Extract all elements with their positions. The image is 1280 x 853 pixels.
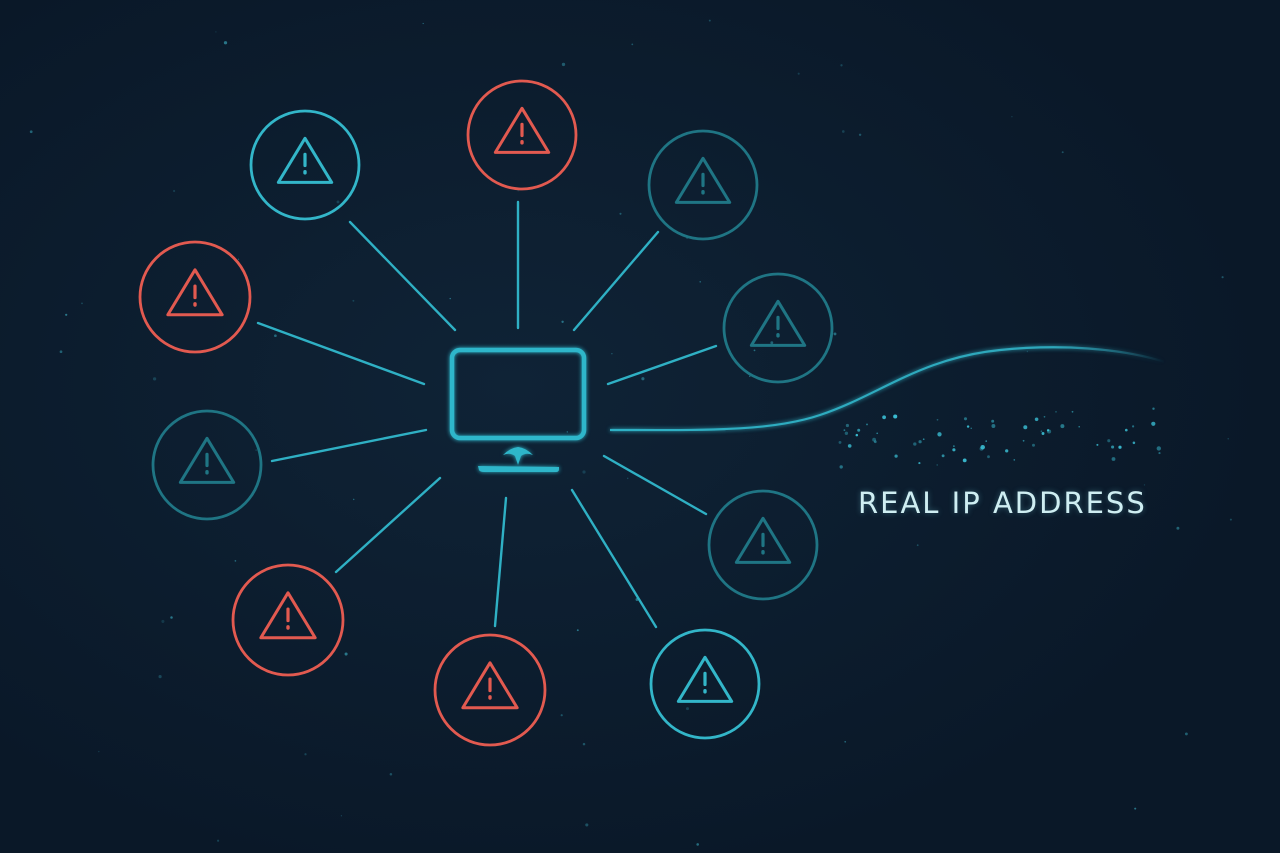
monitor-icon bbox=[449, 347, 587, 472]
warning-icon bbox=[276, 136, 334, 184]
connector-line bbox=[602, 454, 708, 516]
warning-node bbox=[722, 272, 834, 384]
warning-node bbox=[151, 409, 263, 521]
warning-node bbox=[707, 489, 819, 601]
warning-node bbox=[466, 79, 578, 191]
connector-line bbox=[570, 488, 658, 629]
connector-line bbox=[606, 344, 718, 386]
connector-line bbox=[572, 230, 660, 332]
warning-icon bbox=[166, 268, 224, 317]
warning-node bbox=[433, 633, 547, 747]
warning-icon bbox=[461, 661, 519, 710]
connector-line bbox=[334, 476, 442, 574]
warning-node bbox=[138, 240, 252, 354]
connector-line bbox=[270, 428, 428, 463]
warning-icon bbox=[493, 106, 551, 154]
warning-icon bbox=[259, 591, 317, 640]
warning-icon bbox=[734, 516, 792, 564]
connector-line bbox=[256, 321, 426, 386]
connector-lines bbox=[256, 200, 718, 629]
warning-nodes bbox=[138, 79, 834, 747]
warning-node bbox=[231, 563, 345, 677]
warning-icon bbox=[676, 655, 734, 703]
warning-icon bbox=[674, 156, 732, 204]
connector-line bbox=[348, 220, 457, 332]
warning-icon bbox=[749, 299, 807, 347]
warning-node bbox=[249, 109, 361, 221]
real-ip-address-label: REAL IP ADDRESS bbox=[858, 486, 1147, 520]
warning-node bbox=[647, 129, 759, 241]
warning-node bbox=[649, 628, 761, 740]
data-particles bbox=[838, 407, 1161, 469]
warning-icon bbox=[178, 436, 236, 484]
signal-wave bbox=[609, 346, 1166, 432]
connector-line bbox=[493, 496, 508, 628]
